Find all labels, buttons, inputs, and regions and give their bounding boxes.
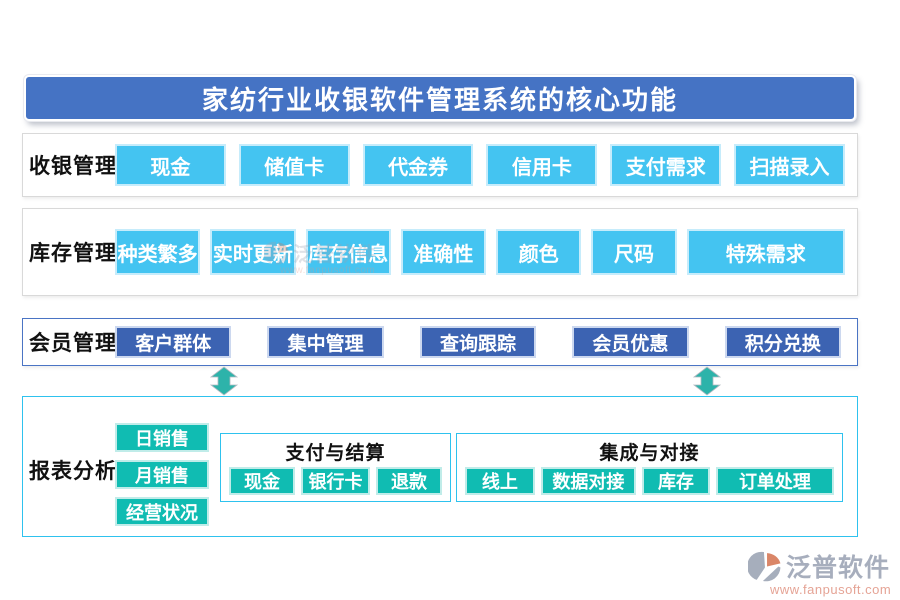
chip-points-exchange[interactable]: 积分兑换 [724, 326, 842, 358]
chip-refund[interactable]: 退款 [376, 467, 442, 495]
payment-chip-strip: 现金 银行卡 退款 [229, 467, 442, 495]
panel-title-payment: 支付与结算 [285, 443, 386, 464]
section-label-member: 会员管理 [29, 332, 117, 355]
chip-daily-sales[interactable]: 日销售 [115, 423, 209, 452]
chip-order-processing[interactable]: 订单处理 [715, 467, 834, 495]
chip-color[interactable]: 颜色 [496, 229, 582, 275]
section-member: 会员管理 客户群体 集中管理 查询跟踪 会员优惠 积分兑换 [22, 318, 858, 366]
chip-data-docking[interactable]: 数据对接 [540, 467, 636, 495]
section-report-analysis: 报表分析 日销售 月销售 经营状况 支付与结算 现金 银行卡 退款 集成与对接 … [22, 396, 858, 537]
chip-query-tracking[interactable]: 查询跟踪 [419, 326, 537, 358]
chip-size[interactable]: 尺码 [591, 229, 677, 275]
chip-payment-demand[interactable]: 支付需求 [610, 144, 722, 186]
chip-realtime-update[interactable]: 实时更新 [210, 229, 296, 275]
cashier-chip-strip: 现金 储值卡 代金券 信用卡 支付需求 扫描录入 [115, 144, 845, 186]
up-down-arrow-icon [693, 366, 721, 396]
member-chip-strip: 客户群体 集中管理 查询跟踪 会员优惠 积分兑换 [115, 326, 845, 358]
page-title: 家纺行业收银软件管理系统的核心功能 [24, 75, 856, 121]
fanpu-logo-text: 泛普软件 [786, 554, 891, 582]
chip-stored-value-card[interactable]: 储值卡 [238, 144, 350, 186]
fanpu-logo-url: www.fanpusoft.com [280, 265, 376, 276]
fanpu-logo-url: www.fanpusoft.com [770, 582, 892, 597]
section-label-report: 报表分析 [29, 460, 117, 483]
chip-central-management[interactable]: 集中管理 [267, 326, 384, 358]
chip-credit-card[interactable]: 信用卡 [486, 144, 598, 186]
chip-bank-card[interactable]: 银行卡 [300, 467, 371, 495]
section-cashier: 收银管理 现金 储值卡 代金券 信用卡 支付需求 扫描录入 [22, 133, 858, 197]
fanpu-logo-icon [264, 241, 289, 264]
fanpu-logo-icon [748, 551, 781, 581]
section-label-cashier: 收银管理 [29, 155, 117, 178]
section-label-inventory: 库存管理 [29, 242, 117, 265]
chip-scan-entry[interactable]: 扫描录入 [734, 144, 845, 186]
up-down-arrow-icon [210, 366, 238, 396]
chip-cash[interactable]: 现金 [115, 144, 226, 186]
panel-payment-settlement: 支付与结算 现金 银行卡 退款 [220, 433, 451, 502]
chip-business-status[interactable]: 经营状况 [115, 497, 209, 526]
chip-variety[interactable]: 种类繁多 [115, 229, 201, 275]
panel-title-integration: 集成与对接 [599, 443, 700, 464]
fanpu-logo: 泛普软件 www.fanpusoft.com [748, 548, 891, 597]
section-inventory: 库存管理 种类繁多 实时更新 库存信息 准确性 颜色 尺码 特殊需求 [22, 208, 858, 296]
chip-voucher[interactable]: 代金券 [362, 144, 474, 186]
chip-special-needs[interactable]: 特殊需求 [686, 229, 845, 275]
integration-chip-strip: 线上 数据对接 库存 订单处理 [465, 467, 834, 495]
chip-member-discount[interactable]: 会员优惠 [572, 326, 689, 358]
panel-integration-docking: 集成与对接 线上 数据对接 库存 订单处理 [456, 433, 843, 502]
chip-stock[interactable]: 库存 [642, 467, 710, 495]
chip-monthly-sales[interactable]: 月销售 [115, 460, 209, 489]
inventory-chip-strip: 种类繁多 实时更新 库存信息 准确性 颜色 尺码 特殊需求 [115, 229, 845, 275]
chip-customer-group[interactable]: 客户群体 [115, 326, 232, 358]
chip-cash-payment[interactable]: 现金 [229, 467, 295, 495]
chip-accuracy[interactable]: 准确性 [400, 229, 487, 275]
chip-stock-info[interactable]: 库存信息 [305, 229, 391, 275]
fanpu-logo-text: 泛普软件 [293, 244, 377, 266]
fanpu-watermark: 泛普软件 www.fanpusoft.com [264, 238, 377, 276]
chip-online[interactable]: 线上 [465, 467, 535, 495]
